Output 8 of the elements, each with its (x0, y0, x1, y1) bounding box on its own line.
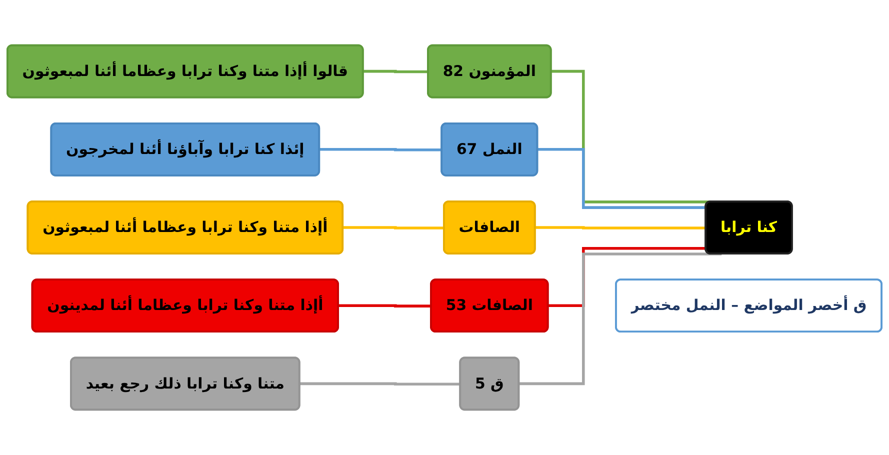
connector (318, 148, 442, 152)
connector (534, 226, 706, 230)
connector (536, 148, 706, 209)
connector (518, 252, 722, 386)
connector (342, 226, 444, 230)
connector (362, 70, 428, 74)
connector (337, 304, 432, 308)
connector (298, 382, 461, 386)
